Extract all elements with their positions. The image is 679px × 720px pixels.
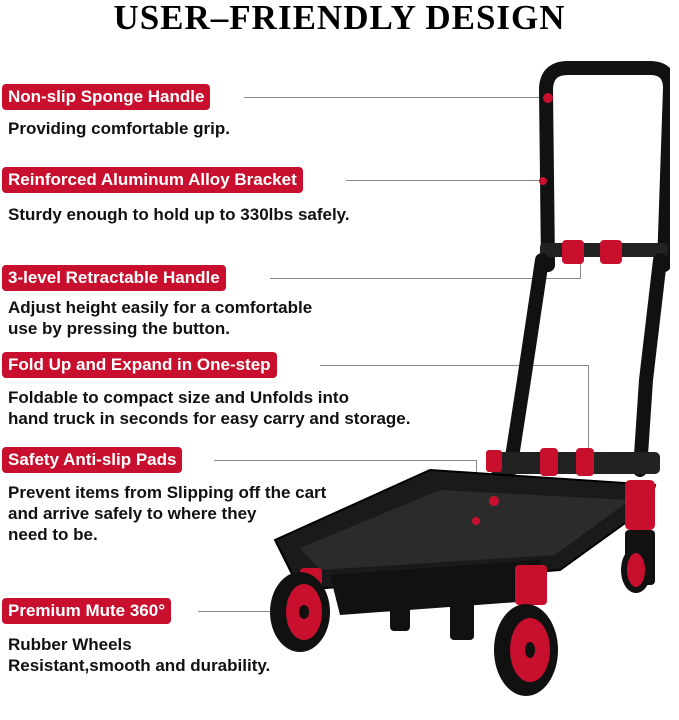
feature-tag-pads: Safety Anti-slip Pads	[2, 447, 183, 473]
leader-line-pads	[214, 460, 476, 461]
rear-wheel-icon	[621, 547, 651, 593]
feature-tag-wheels: Premium Mute 360°	[2, 598, 172, 624]
fold-lock-left-icon	[540, 448, 558, 476]
leader-line-bracket	[346, 180, 542, 181]
folded-caster-icon	[450, 600, 474, 640]
retract-button-left-icon	[562, 240, 584, 264]
feature-desc-pads: Prevent items from Slipping off the cart…	[8, 483, 327, 544]
feature-tag-bracket: Reinforced Aluminum Alloy Bracket	[2, 167, 303, 193]
feature-tag-fold: Fold Up and Expand in One-step	[2, 352, 277, 378]
pads-marker-dot	[472, 517, 480, 525]
platform-logo-dot	[489, 496, 499, 506]
leader-line-handle	[244, 97, 544, 98]
feature-desc-retractable: Adjust height easily for a comfortable u…	[8, 298, 313, 338]
undercarriage	[330, 560, 545, 615]
feature-desc-bracket: Sturdy enough to hold up to 330lbs safel…	[8, 205, 350, 224]
left-upright	[503, 253, 549, 477]
feature-desc-handle: Providing comfortable grip.	[8, 119, 230, 138]
hinge-left-icon	[486, 450, 502, 472]
leader-line-fold	[320, 365, 588, 366]
feature-desc-wheels: Rubber Wheels Resistant,smooth and durab…	[8, 635, 271, 675]
bracket-marker-dot	[539, 177, 547, 185]
hand-truck-illustration	[270, 61, 670, 696]
retract-button-right-icon	[600, 240, 622, 264]
leader-line-retractable-vertical	[580, 262, 581, 279]
leader-line-fold-vertical	[588, 365, 589, 465]
right-upright	[633, 253, 667, 477]
feature-desc-fold: Foldable to compact size and Unfolds int…	[8, 388, 411, 428]
leader-line-wheels	[198, 611, 298, 612]
leader-line-retractable	[270, 278, 580, 279]
page-title: USER–FRIENDLY DESIGN	[113, 0, 566, 37]
handle-marker-dot	[543, 93, 553, 103]
fold-joint	[490, 452, 660, 474]
feature-tag-handle: Non-slip Sponge Handle	[2, 84, 211, 110]
anti-slip-pad	[300, 490, 630, 570]
fold-lock-right-icon	[576, 448, 594, 476]
side-bracket-icon	[625, 480, 655, 530]
feature-tag-retractable: 3-level Retractable Handle	[2, 265, 226, 291]
sponge-handle-icon	[538, 61, 670, 272]
wheel-bracket-right-icon	[515, 565, 547, 605]
